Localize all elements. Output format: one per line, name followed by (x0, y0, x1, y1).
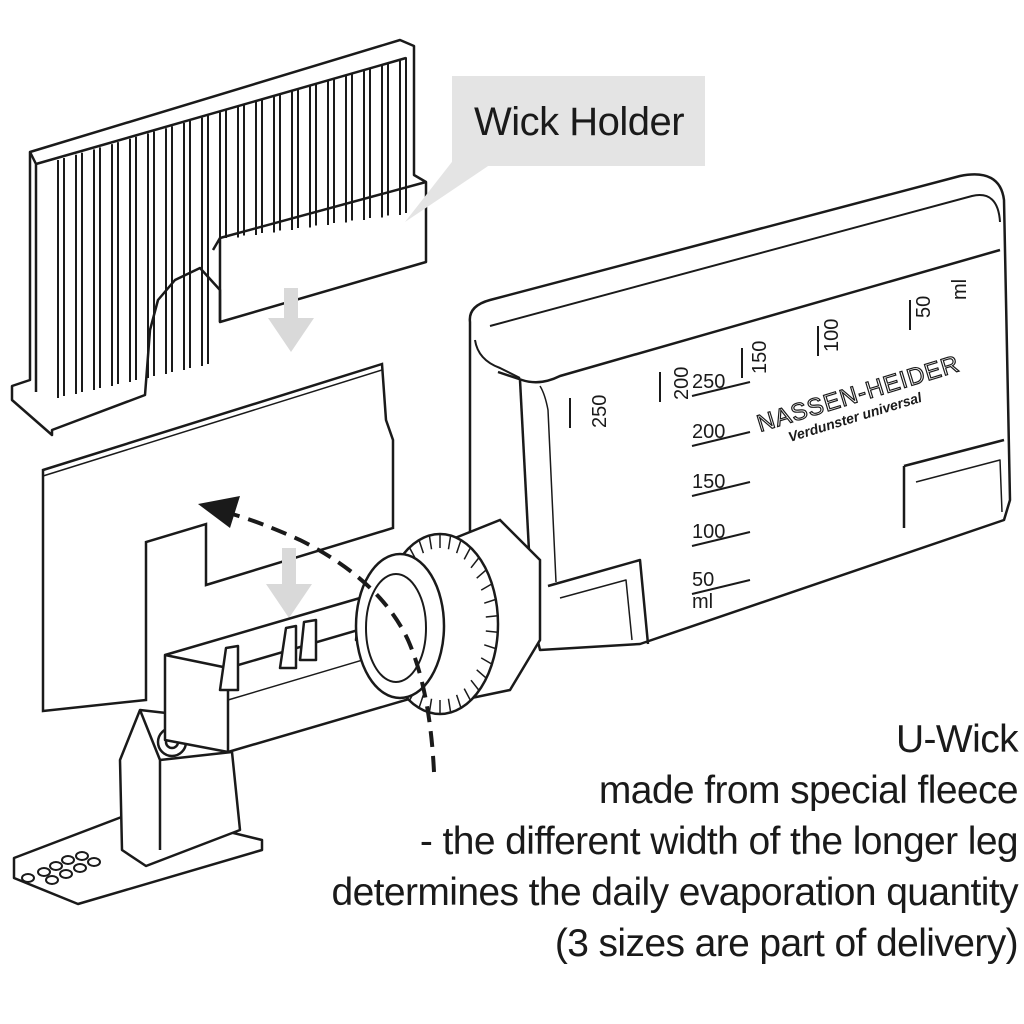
comb-ridges (57, 57, 407, 398)
down-arrow-icon (266, 548, 312, 618)
knurled-nut (354, 518, 542, 716)
side-scale-label: 250 (692, 371, 725, 393)
scale-tick (691, 381, 751, 397)
scale-tick (691, 579, 751, 595)
top-scale-label: ml (949, 279, 971, 300)
side-scale-label: 50 (692, 569, 714, 591)
knurl-line (418, 539, 425, 554)
dashed-curve-arrow (231, 512, 436, 773)
knurl-line (470, 679, 480, 691)
down-arrow-icon (268, 288, 314, 352)
side-scale-label: ml (692, 591, 713, 613)
knurl-line (485, 630, 498, 634)
top-scale-labels: 250 200 150 100 50 ml (589, 279, 971, 428)
top-scale-ticks (569, 300, 911, 428)
arrowhead-icon (198, 496, 240, 528)
knurl-line (455, 539, 462, 554)
knurl-line (463, 547, 472, 560)
top-scale-label: 100 (821, 319, 843, 352)
knurl-line (455, 694, 462, 709)
u-wick-sheet (41, 362, 395, 713)
knurl-line (463, 688, 472, 701)
top-scale-label: 250 (589, 395, 611, 428)
knurl-line (480, 583, 493, 591)
knurl-line (476, 669, 487, 679)
description-line: U-Wick (895, 718, 1019, 761)
knurl-line (428, 535, 433, 550)
knurl-line (418, 694, 425, 709)
scale-tick (691, 531, 751, 547)
side-scale-label: 200 (692, 421, 725, 443)
top-scale-label: 200 (671, 367, 693, 400)
side-scale-ticks (691, 381, 751, 595)
knurl-line (447, 698, 452, 713)
description-line: made from special fleece (598, 769, 1019, 812)
knurl-line (485, 614, 498, 618)
description-line: (3 sizes are part of delivery) (554, 922, 1019, 965)
wick-holder-part (10, 38, 428, 437)
base-holes (21, 851, 101, 885)
callout-pointer (405, 158, 500, 222)
knurl-line (447, 535, 452, 550)
scale-tick (691, 481, 751, 497)
description-line: - the different width of the longer leg (419, 820, 1019, 863)
top-scale-label: 50 (913, 296, 935, 318)
callout-box (452, 76, 705, 166)
knurl-line (470, 557, 480, 569)
scale-tick (691, 431, 751, 447)
u-wick-description: U-Wick made from special fleece - the di… (331, 714, 1018, 969)
side-scale-label: 150 (692, 471, 725, 493)
side-scale-label: 100 (692, 521, 725, 543)
reservoir-body (468, 173, 1012, 652)
top-scale-label: 150 (749, 341, 771, 374)
knurl-line (484, 598, 497, 604)
callout-label: Wick Holder (474, 100, 685, 144)
description-line: determines the daily evaporation quantit… (331, 871, 1018, 914)
side-scale-labels: 250 200 150 100 50 ml (692, 371, 725, 613)
knurl-line (480, 657, 493, 665)
knurl-line (476, 569, 487, 579)
knurl-line (484, 644, 497, 650)
